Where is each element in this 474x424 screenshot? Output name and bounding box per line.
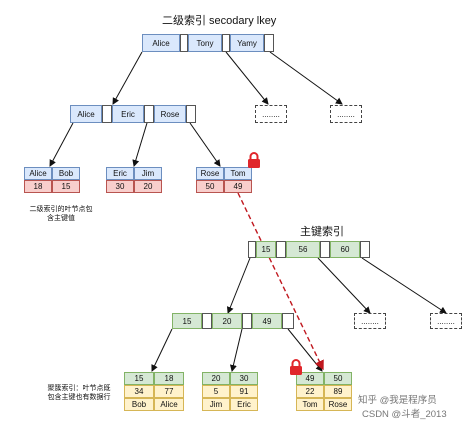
row-cell: Tom [296,398,324,411]
edge [317,257,371,314]
key-cell: Bob [52,167,80,180]
pointer-cell [360,241,370,258]
pk-cell: 15 [52,180,80,193]
key-cell: 49 [252,313,282,329]
edge [189,122,221,167]
lock-icon [290,359,302,375]
row-cell: Jim [202,398,230,411]
row-cell: Bob [124,398,154,411]
pk-cell: 50 [324,372,352,385]
pk-cell: 30 [106,180,134,193]
pointer-cell [320,241,330,258]
key-cell: Alice [70,105,102,123]
row-cell: 91 [230,385,258,398]
key-cell: 60 [330,241,360,258]
edge [361,257,447,314]
edge [132,122,148,167]
row-cell: Alice [154,398,184,411]
pointer-cell [248,241,256,258]
key-cell: Jim [134,167,162,180]
row-cell: 77 [154,385,184,398]
watermark: 知乎 @我是程序员 [358,395,437,406]
placeholder-node: ........ [255,105,287,123]
pk-cell: 50 [196,180,224,193]
key-cell: 15 [256,241,276,258]
key-cell: 15 [172,313,202,329]
key-cell: Alice [142,34,180,52]
row-cell: Eric [230,398,258,411]
pointer-cell [144,105,154,123]
placeholder-node: ........ [330,105,362,123]
clustered-leaf-note: 聚簇索引：叶节点既 包含主键也有数据行 [47,385,111,401]
edge [49,122,74,167]
watermark: CSDN @斗者_2013 [362,409,447,420]
key-cell: Tony [188,34,222,52]
edge [225,51,269,105]
pointer-cell [222,34,230,52]
pk-cell: 18 [154,372,184,385]
key-cell: Rose [154,105,186,123]
key-cell: 56 [286,241,320,258]
pk-cell: 49 [224,180,252,193]
pk-cell: 20 [134,180,162,193]
key-cell: Alice [24,167,52,180]
pointer-cell [186,105,196,123]
key-cell: Tom [224,167,252,180]
row-cell: Rose [324,398,352,411]
key-cell: Rose [196,167,224,180]
pk-cell: 49 [296,372,324,385]
pointer-cell [276,241,286,258]
key-cell: 20 [212,313,242,329]
key-cell: Eric [112,105,144,123]
edge [226,257,251,314]
row-cell: 34 [124,385,154,398]
pointer-cell [202,313,212,329]
placeholder-node: ........ [430,313,462,329]
pointer-cell [102,105,112,123]
secondary-index-title: 二级索引 secodary lkey [162,15,277,27]
row-cell: 22 [296,385,324,398]
pk-cell: 20 [202,372,230,385]
pointer-cell [264,34,274,52]
key-cell: Yamy [230,34,264,52]
secondary-leaf-note: 二级索引的叶节点包 含主键值 [29,206,93,222]
pk-cell: 15 [124,372,154,385]
edge [269,51,343,105]
row-cell: 5 [202,385,230,398]
edge [151,328,173,372]
pointer-cell [282,313,294,329]
placeholder-node: ........ [354,313,386,329]
pk-cell: 18 [24,180,52,193]
primary-index-title: 主键索引 [300,226,344,238]
edge [112,51,143,105]
lock-icon [248,152,260,168]
pointer-cell [242,313,252,329]
pk-cell: 30 [230,372,258,385]
pointer-cell [180,34,188,52]
row-cell: 89 [324,385,352,398]
edge [229,328,243,372]
key-cell: Eric [106,167,134,180]
lookup-arrow [237,192,324,371]
